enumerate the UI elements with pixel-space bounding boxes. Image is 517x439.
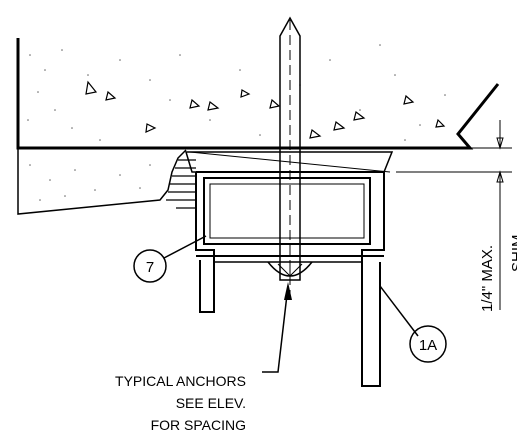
anchor: [267, 16, 313, 296]
callout-7-text: 7: [146, 259, 154, 276]
callout-1a: 1A: [379, 285, 447, 363]
shim: [184, 151, 394, 173]
shim-dimension: 1/4" MAX. SHIM: [396, 120, 517, 312]
callout-7: 7: [133, 235, 207, 283]
lower-substrate: [17, 148, 196, 215]
sealant-hatch: [166, 159, 196, 209]
callout-1a-text: 1A: [419, 337, 437, 354]
concrete-speckles: [27, 44, 446, 141]
shim-label: SHIM: [509, 235, 517, 273]
anchor-note-line1: TYPICAL ANCHORS: [115, 373, 246, 389]
anchor-note-line3: FOR SPACING: [151, 417, 246, 433]
aggregate-triangles: [85, 80, 446, 139]
anchor-note: TYPICAL ANCHORS SEE ELEV. FOR SPACING: [115, 373, 246, 433]
anchor-leader: [262, 282, 292, 373]
anchor-note-line2: SEE ELEV.: [176, 395, 246, 411]
shim-max-dimension: 1/4" MAX.: [479, 245, 496, 312]
concrete-slab: [16, 38, 500, 150]
